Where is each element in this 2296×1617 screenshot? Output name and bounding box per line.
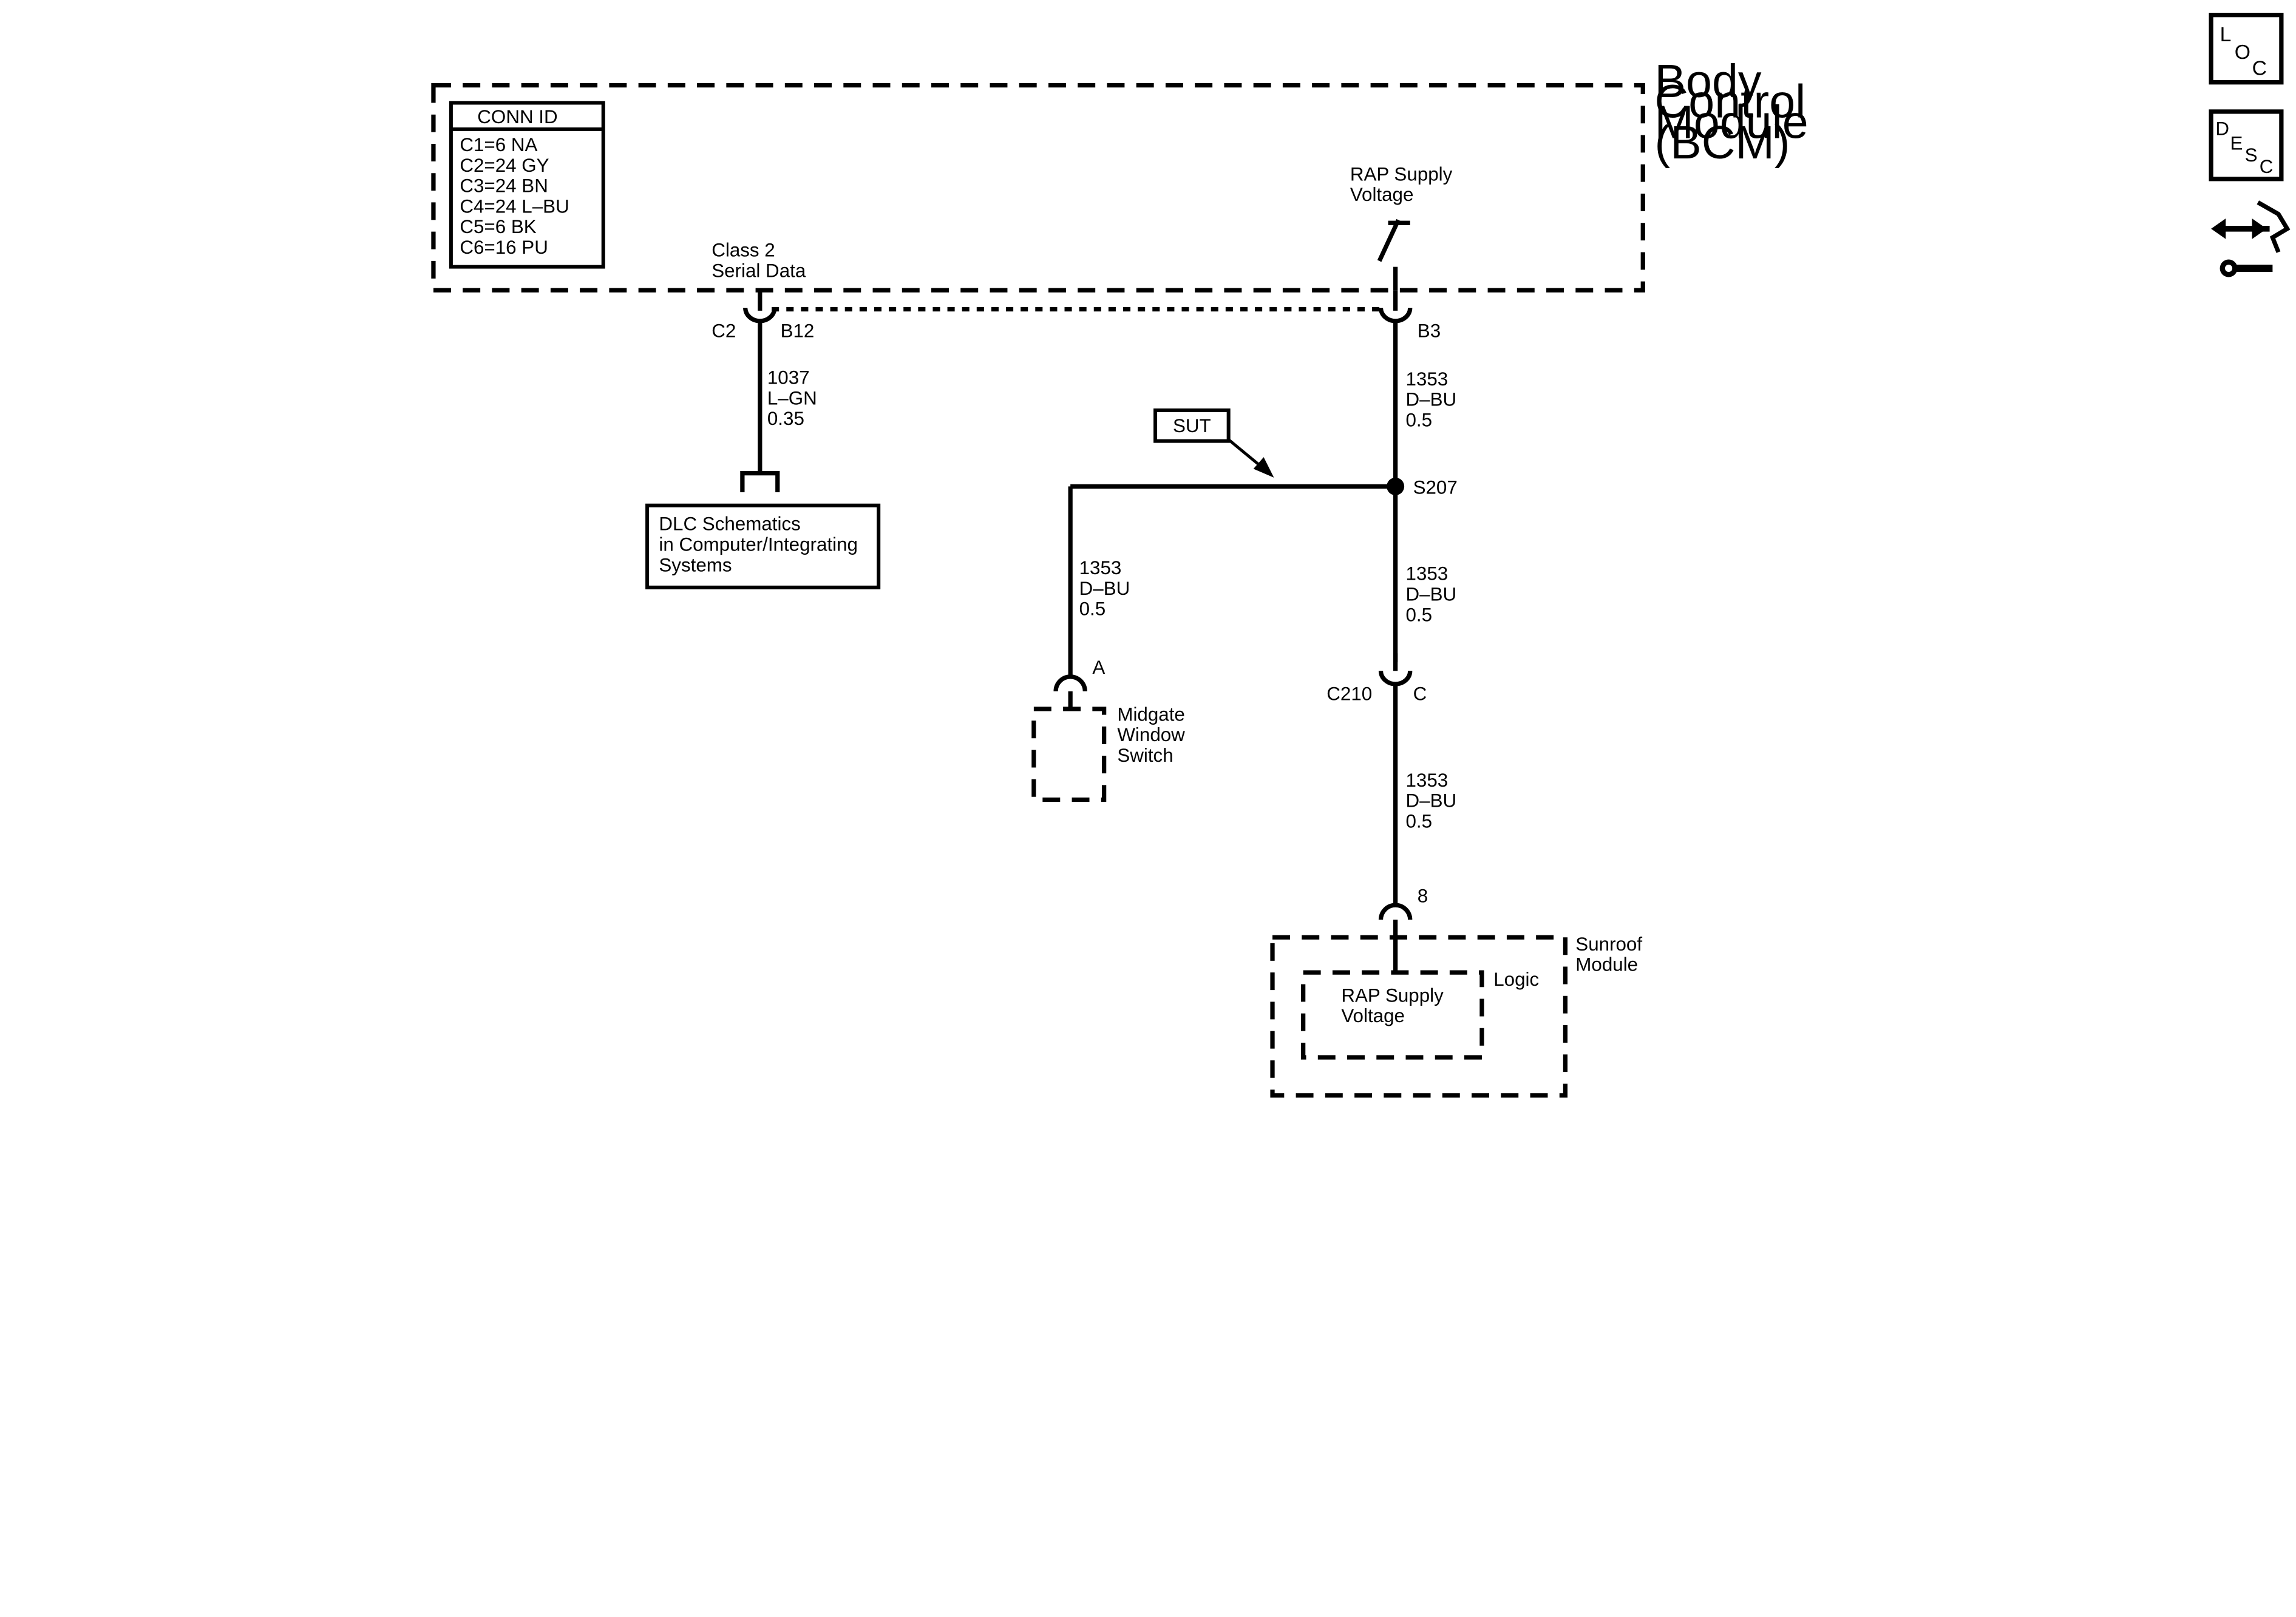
conn-id-row: C6=16 PU (460, 237, 548, 258)
sunroof-module-box[interactable] (1270, 935, 1568, 1098)
sut-arrow (1228, 438, 1274, 478)
midgate-window-switch-box[interactable] (1031, 707, 1107, 802)
wire-1353-left-label: 1353 D–BU 0.5 (1079, 557, 1135, 620)
pin-b3-label: B3 (1418, 320, 1441, 341)
conn-id-table: CONN ID C1=6 NA C2=24 GY C3=24 BN C4=24 … (449, 101, 605, 269)
dlc-reference-box[interactable]: DLC Schematics in Computer/Integrating S… (645, 503, 881, 589)
svg-text:C: C (2252, 57, 2267, 80)
sunroof-module-label: Sunroof Module (1575, 934, 1648, 975)
sunroof-rap-supply-label: RAP Supply Voltage (1341, 985, 1449, 1026)
sunroof-logic-box (1301, 970, 1484, 1060)
wire-1353-bottom-label: 1353 D–BU 0.5 (1406, 770, 1462, 832)
svg-text:C: C (2260, 156, 2274, 177)
wire-1353-top-label: 1353 D–BU 0.5 (1406, 368, 1462, 431)
wire-1353-mid-label: 1353 D–BU 0.5 (1406, 563, 1462, 626)
rap-switch-symbol (1377, 219, 1410, 291)
midgate-window-switch-label: Midgate Window Switch (1117, 703, 1190, 766)
conn-id-row: C2=24 GY (460, 155, 549, 176)
wire-1037-label: 1037 L–GN 0.35 (767, 367, 823, 430)
svg-text:D: D (2215, 118, 2229, 139)
conn-id-title: CONN ID (477, 106, 557, 127)
svg-text:S: S (2245, 144, 2258, 166)
connector-c210 (1378, 653, 1413, 906)
bcm-name: Body Control Module (BCM) (1655, 55, 1822, 169)
bcm-module: Body Control Module (BCM) CONN ID C1=6 N… (431, 55, 1822, 293)
bcm-boundary (431, 83, 1645, 293)
bcm-rap-supply-label: RAP Supply Voltage (1350, 163, 1458, 205)
svg-text:L: L (2220, 23, 2232, 46)
conn-id-row: C1=6 NA (460, 134, 537, 155)
pin-b12-label: B12 (781, 320, 815, 341)
class2-serial-data-label: Class 2 Serial Data (712, 240, 806, 282)
midgate-connector-a (1053, 674, 1087, 709)
repair-wrench-icon[interactable] (2211, 200, 2291, 277)
svg-text:O: O (2235, 41, 2250, 64)
location-icon[interactable]: L O C (2209, 13, 2284, 85)
dlc-connector-symbol (740, 471, 780, 493)
sut-tag[interactable]: SUT (1153, 408, 1231, 443)
svg-text:E: E (2230, 133, 2243, 154)
sunroof-logic-label: Logic (1493, 969, 1539, 990)
sunroof-pin-8: 8 (1418, 885, 1428, 906)
conn-id-row: C4=24 L–BU (460, 195, 569, 217)
connector-c2-label: C2 (712, 320, 736, 341)
sunroof-connector-8 (1378, 903, 1413, 973)
conn-id-row: C3=24 BN (460, 175, 548, 197)
sut-label: SUT (1173, 415, 1211, 436)
midgate-pin-a: A (1092, 657, 1105, 678)
branch-wire-midgate (1068, 484, 1396, 677)
description-icon[interactable]: D E S C (2209, 109, 2284, 181)
conn-id-row: C5=6 BK (460, 216, 536, 237)
splice-s207-label: S207 (1413, 476, 1458, 498)
connector-c210-pin: C (1413, 683, 1427, 705)
dlc-reference-text: DLC Schematics in Computer/Integrating S… (659, 514, 863, 576)
connector-c210-label: C210 (1326, 683, 1372, 705)
connector-c2-b12 (743, 290, 777, 472)
